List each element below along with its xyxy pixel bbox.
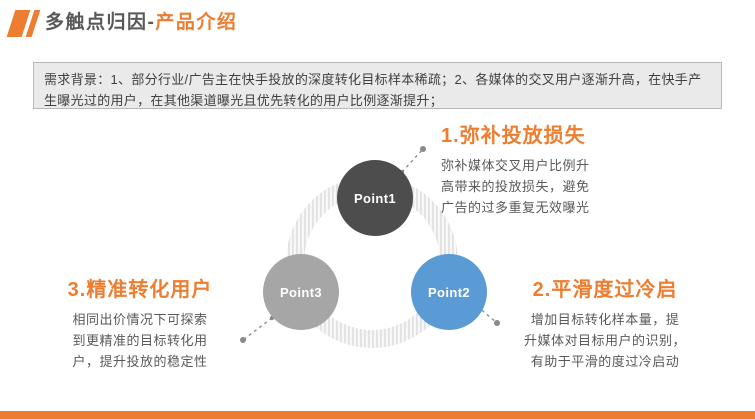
diagram-node-point2: Point2	[411, 254, 487, 330]
connector-point1-dot	[420, 146, 426, 152]
diagram-node-point1: Point1	[337, 160, 413, 236]
section-3-heading: 3.精准转化用户	[67, 279, 213, 301]
connector-point3-line	[242, 317, 273, 341]
connector-point1-line	[401, 148, 424, 173]
section-3: 3.精准转化用户 相同出价情况下可探索 到更精准的目标转化用 户，提升投放的稳定…	[40, 277, 240, 372]
section-2: 2.平滑度过冷启 增加目标转化样本量，提 升媒体对目标用户的识别， 有助于平滑的…	[500, 277, 710, 372]
diagram-node-point3: Point3	[263, 254, 339, 330]
section-3-body: 相同出价情况下可探索 到更精准的目标转化用 户，提升投放的稳定性	[72, 312, 208, 369]
requirement-background-text: 需求背景：1、部分行业/广告主在快手投放的深度转化目标样本稀疏；2、各媒体的交叉…	[44, 72, 702, 108]
title-prefix: 多触点归因-	[45, 12, 156, 33]
section-1-heading: 1.弥补投放损失	[441, 125, 586, 147]
section-1-body: 弥补媒体交叉用户比例升 高带来的投放损失，避免 广告的过多重复无效曝光	[441, 158, 590, 215]
node-point2-label: Point2	[427, 284, 471, 300]
page-title: 多触点归因-产品介绍	[45, 9, 237, 37]
connector-point3-dot	[240, 337, 246, 343]
section-2-body: 增加目标转化样本量，提 升媒体对目标用户的识别， 有助于平滑的度过冷启动	[523, 312, 686, 369]
slide-header: 多触点归因-产品介绍	[6, 9, 237, 37]
requirement-background-box: 需求背景：1、部分行业/广告主在快手投放的深度转化目标样本稀疏；2、各媒体的交叉…	[33, 62, 722, 109]
double-slash-icon	[6, 9, 41, 37]
section-2-heading: 2.平滑度过冷启	[532, 279, 678, 301]
node-point1-label: Point1	[353, 190, 397, 206]
node-point3-label: Point3	[279, 284, 323, 300]
footer-accent-bar	[0, 411, 755, 419]
section-1: 1.弥补投放损失 弥补媒体交叉用户比例升 高带来的投放损失，避免 广告的过多重复…	[441, 123, 590, 218]
title-accent: 产品介绍	[155, 12, 238, 33]
